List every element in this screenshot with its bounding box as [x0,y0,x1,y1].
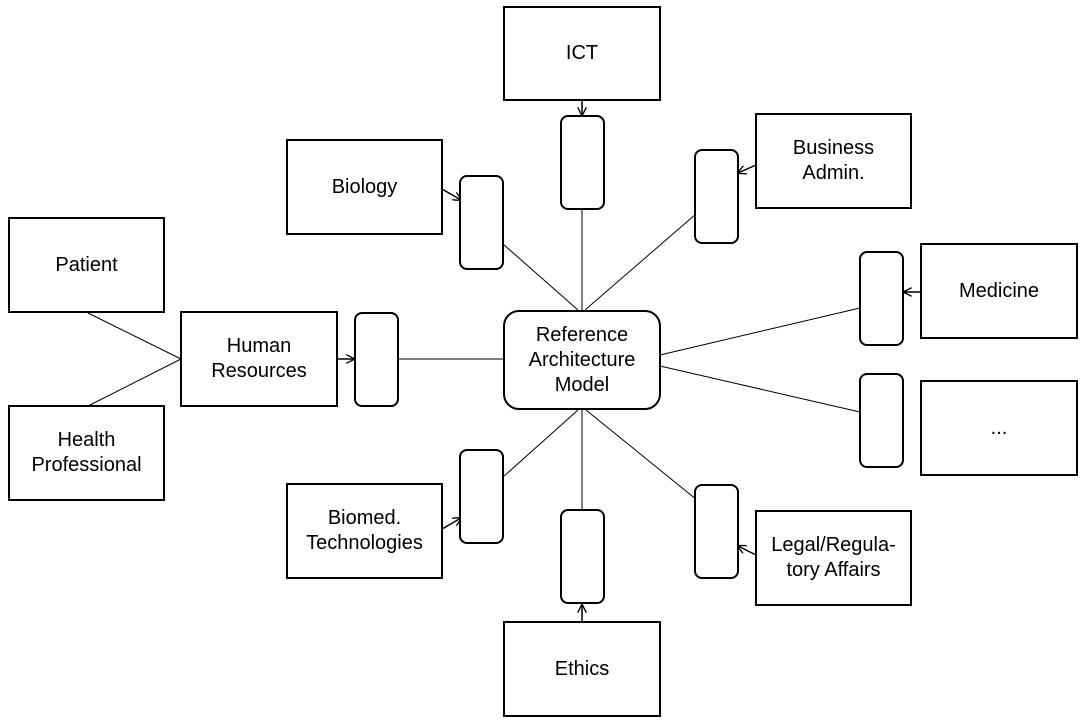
legal-regulatory-label: Legal/Regula- tory Affairs [771,534,896,581]
patient-label: Patient [55,253,118,276]
center-label: Reference Architecture Model [528,323,636,396]
ethics-node: Ethics [503,621,661,717]
link-legal [585,409,698,501]
health-professional-label: Health Professional [31,429,142,476]
ict-node: ICT [503,6,661,101]
business-admin-label: Business Admin. [792,137,875,184]
connector-business [694,149,739,244]
biology-node: Biology [286,139,443,235]
arrow-biology [441,188,461,200]
connector-ict [560,115,605,210]
biology-label: Biology [331,175,398,198]
arrow-legal [738,546,757,556]
ict-label: ICT [565,42,599,64]
link-medicine [659,307,861,356]
link-biomed [502,409,579,478]
biomed-technologies-label: Biomed. Technologies [306,507,423,554]
more-node: ... [920,380,1078,476]
connector-medicine [859,251,904,346]
reference-architecture-model-node: Reference Architecture Model [503,310,661,410]
connector-biomed [459,449,504,544]
ethics-label: Ethics [554,657,610,680]
link-business [584,213,697,311]
medicine-node: Medicine [920,243,1078,339]
human-resources-label: Human Resources [211,335,307,382]
biomed-technologies-node: Biomed. Technologies [286,483,443,579]
health-professional-node: Health Professional [8,405,165,501]
legal-regulatory-node: Legal/Regula- tory Affairs [755,510,912,606]
more-label: ... [990,416,1008,439]
medicine-label: Medicine [958,279,1040,302]
link-health-professional [87,358,182,407]
connector-human-resources [354,312,399,407]
link-more [659,365,861,413]
arrow-biomed [441,518,461,530]
link-patient [87,312,182,360]
connector-more [859,373,904,468]
connector-ethics [560,509,605,604]
arrow-business [738,164,757,173]
connector-biology [459,175,504,270]
connector-legal [694,484,739,579]
business-admin-node: Business Admin. [755,113,912,209]
human-resources-node: Human Resources [180,311,338,407]
link-biology [502,243,579,311]
patient-node: Patient [8,217,165,313]
